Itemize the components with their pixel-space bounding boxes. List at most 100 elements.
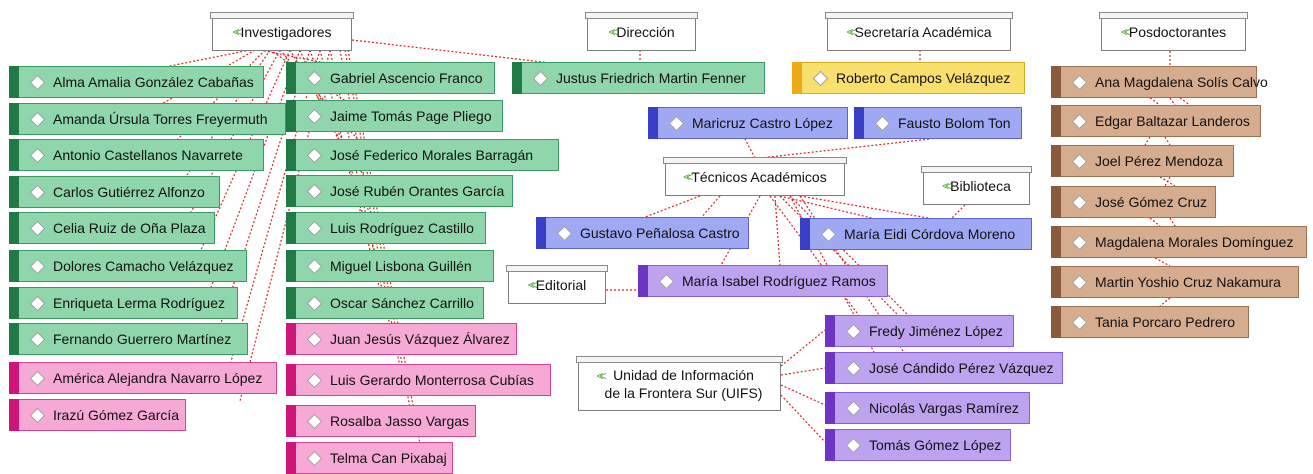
link-line	[229, 49, 321, 366]
node-oscar[interactable]: Oscar Sánchez Carrillo	[286, 287, 484, 319]
node-irazu[interactable]: Irazú Gómez García	[9, 399, 186, 431]
node-telma[interactable]: Telma Can Pixabaj	[286, 442, 453, 474]
group-secretaria-academica[interactable]: <<Secretaría Académica	[825, 12, 1013, 51]
diamond-icon	[1071, 314, 1088, 330]
diamond-icon	[845, 323, 862, 339]
diamond-icon	[306, 258, 323, 274]
group-investigadores[interactable]: <<Investigadores	[210, 12, 354, 51]
node-alma[interactable]: Alma Amalia González Cabañas	[9, 66, 264, 98]
diamond-icon	[812, 70, 829, 86]
node-luis-gerardo[interactable]: Luis Gerardo Monterrosa Cubías	[286, 364, 551, 396]
node-luis-rodriguez[interactable]: Luis Rodríguez Castillo	[286, 212, 486, 244]
node-miguel[interactable]: Miguel Lisbona Guillén	[286, 250, 494, 282]
diamond-icon	[306, 220, 323, 236]
group-direccion[interactable]: <<Dirección	[585, 12, 698, 51]
node-gabriel[interactable]: Gabriel Ascencio Franco	[286, 62, 495, 94]
link-line	[759, 138, 931, 159]
link-line	[789, 195, 911, 318]
link-line	[699, 195, 721, 220]
uifs-title-line2: de la Frontera Sur (UIFS)	[604, 384, 763, 401]
link-line	[780, 384, 826, 406]
node-justus[interactable]: Justus Friedrich Martin Fenner	[512, 62, 765, 94]
node-amanda[interactable]: Amanda Úrsula Torres Freyermuth	[9, 103, 286, 135]
diamond-icon	[1071, 113, 1088, 129]
diamond-icon	[29, 184, 46, 200]
node-magdalena[interactable]: Magdalena Morales Domínguez	[1051, 226, 1307, 258]
node-joel[interactable]: Joel Pérez Mendoza	[1051, 145, 1234, 177]
group-tecnicos-academicos[interactable]: <<Técnicos Académicos	[663, 157, 847, 196]
uifs-title-line1: Unidad de Información	[613, 366, 754, 383]
node-maria-eidi[interactable]: María Eidi Córdova Moreno	[800, 218, 1032, 250]
link-line	[1149, 97, 1161, 106]
double-chevron-icon: <<	[1120, 24, 1131, 39]
diamond-icon	[306, 450, 323, 466]
node-jose-gomez[interactable]: José Gómez Cruz	[1051, 186, 1216, 218]
node-america[interactable]: América Alejandra Navarro López	[9, 362, 277, 394]
link-line	[780, 367, 826, 376]
diamond-icon	[306, 70, 323, 86]
group-biblioteca[interactable]: <<Biblioteca	[921, 166, 1032, 205]
diamond-icon	[29, 295, 46, 311]
node-fausto[interactable]: Fausto Bolom Ton	[854, 107, 1022, 139]
double-chevron-icon: <<	[608, 24, 618, 39]
diamond-icon	[29, 111, 46, 127]
node-tania[interactable]: Tania Porcaro Pedrero	[1051, 306, 1249, 338]
node-maricruz[interactable]: Maricruz Castro López	[648, 107, 848, 139]
link-line	[949, 204, 966, 221]
diamond-icon	[845, 360, 862, 376]
node-jose-federico[interactable]: José Federico Morales Barragán	[286, 139, 559, 171]
double-chevron-icon: <<	[232, 24, 242, 39]
diamond-icon	[1071, 234, 1088, 250]
node-ana[interactable]: Ana Magdalena Solís Calvo	[1051, 66, 1268, 98]
link-line	[799, 195, 941, 221]
diamond-icon	[532, 70, 549, 86]
double-chevron-icon: <<	[683, 169, 693, 184]
node-jaime[interactable]: Jaime Tomás Page Pliego	[286, 100, 503, 132]
diamond-icon	[1071, 194, 1088, 210]
link-line	[1169, 97, 1176, 106]
diamond-icon	[1071, 274, 1088, 290]
link-line	[339, 49, 401, 368]
node-gustavo[interactable]: Gustavo Peñalosa Castro	[536, 217, 749, 249]
link-line	[1159, 176, 1176, 187]
link-line	[1164, 136, 1171, 146]
diamond-icon	[29, 370, 46, 386]
link-line	[1159, 297, 1171, 307]
node-maria-isabel[interactable]: María Isabel Rodríguez Ramos	[638, 265, 888, 297]
diamond-icon	[29, 74, 46, 90]
link-line	[1169, 217, 1176, 227]
node-juan-jesus[interactable]: Juan Jesús Vázquez Álvarez	[286, 323, 517, 355]
diamond-icon	[306, 331, 323, 347]
node-antonio[interactable]: Antonio Castellanos Navarrete	[9, 139, 264, 171]
diamond-icon	[658, 273, 675, 289]
node-edgar[interactable]: Edgar Baltazar Landeros	[1051, 105, 1261, 137]
node-carlos[interactable]: Carlos Gutiérrez Alfonzo	[9, 176, 220, 208]
node-nicolas[interactable]: Nicolás Vargas Ramírez	[825, 392, 1030, 424]
node-martin[interactable]: Martin Yoshio Cruz Nakamura	[1051, 266, 1299, 298]
link-line	[1144, 136, 1151, 146]
group-posdoctorantes[interactable]: <<Posdoctorantes	[1099, 12, 1248, 51]
diamond-icon	[820, 226, 837, 242]
node-fredy[interactable]: Fredy Jiménez López	[825, 315, 1014, 347]
double-chevron-icon: <<	[942, 178, 952, 193]
diamond-icon	[29, 147, 46, 163]
diamond-icon	[1071, 74, 1088, 90]
node-tomas[interactable]: Tomás Gómez López	[825, 429, 1011, 461]
link-line	[744, 138, 756, 159]
link-line	[779, 195, 881, 221]
node-enriqueta[interactable]: Enriqueta Lerma Rodríguez	[9, 287, 238, 319]
diamond-icon	[306, 413, 323, 429]
diamond-icon	[845, 437, 862, 453]
group-editorial[interactable]: <<Editorial	[506, 265, 608, 304]
node-celia[interactable]: Celia Ruiz de Oña Plaza	[9, 212, 215, 244]
diamond-icon	[556, 225, 573, 241]
node-roberto[interactable]: Roberto Campos Velázquez	[792, 62, 1025, 94]
node-fernando[interactable]: Fernando Guerrero Martínez	[9, 323, 248, 355]
node-jose-candido[interactable]: José Cándido Pérez Vázquez	[825, 352, 1063, 384]
node-jose-ruben[interactable]: José Rubén Orantes García	[286, 175, 513, 207]
link-line	[1179, 97, 1191, 106]
node-rosalba[interactable]: Rosalba Jasso Vargas	[286, 405, 476, 437]
node-dolores[interactable]: Dolores Camacho Velázquez	[9, 250, 247, 282]
link-line	[351, 39, 561, 65]
